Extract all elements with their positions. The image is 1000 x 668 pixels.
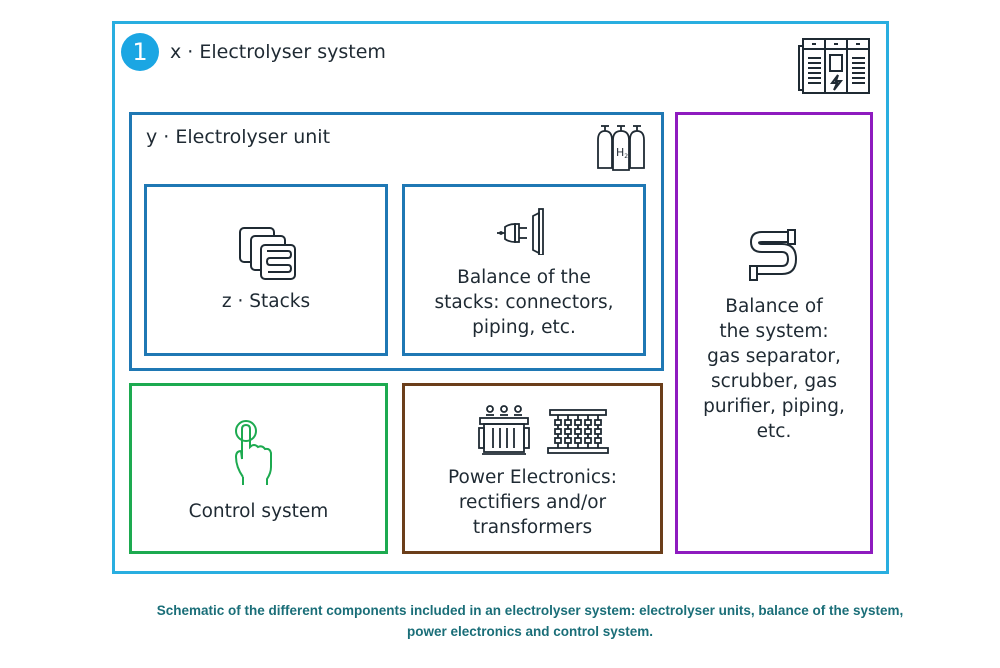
power-electronics-line-2: rectifiers and/or bbox=[458, 492, 607, 513]
s-pipe-icon bbox=[748, 228, 798, 282]
control-system-label: Control system bbox=[188, 501, 329, 522]
stacks-box: z · Stacks bbox=[144, 184, 388, 356]
balance-of-system-line-5: purifier, piping, bbox=[703, 396, 845, 417]
balance-of-system-line-2: the system: bbox=[719, 321, 829, 342]
transformer-icon bbox=[477, 404, 531, 456]
balance-of-stacks-line-2: stacks: connectors, bbox=[434, 292, 614, 313]
balance-of-system-line-3: gas separator, bbox=[707, 346, 841, 367]
plug-connector-icon bbox=[495, 207, 551, 255]
power-electronics-box: Power Electronics: rectifiers and/or tra… bbox=[402, 383, 663, 554]
stacks-icon bbox=[238, 226, 298, 282]
electrolyser-system-title: x · Electrolyser system bbox=[170, 41, 386, 63]
control-system-box: Control system bbox=[129, 383, 388, 554]
balance-of-stacks-box: Balance of the stacks: connectors, pipin… bbox=[402, 184, 646, 356]
rectifier-icon bbox=[546, 408, 610, 456]
caption-line-2: power electronics and control system. bbox=[406, 624, 654, 639]
power-electronics-line-3: transformers bbox=[472, 517, 593, 538]
balance-of-stacks-line-1: Balance of the bbox=[457, 267, 591, 288]
figure-caption: Schematic of the different components in… bbox=[60, 600, 1000, 642]
electrolyser-unit-title: y · Electrolyser unit bbox=[146, 126, 331, 148]
balance-of-system-line-6: etc. bbox=[756, 421, 792, 442]
caption-line-1: Schematic of the different components in… bbox=[156, 603, 904, 618]
stacks-label: z · Stacks bbox=[221, 291, 311, 312]
power-electronics-line-1: Power Electronics: bbox=[448, 467, 617, 488]
balance-of-system-line-4: scrubber, gas bbox=[710, 371, 838, 392]
balance-of-stacks-line-3: piping, etc. bbox=[472, 317, 576, 338]
balance-of-system-box: Balance of the system: gas separator, sc… bbox=[675, 112, 873, 554]
electrical-cabinet-icon bbox=[797, 36, 873, 96]
hydrogen-cylinders-icon: H2 bbox=[596, 124, 648, 172]
touch-finger-icon bbox=[234, 419, 276, 489]
step-number-badge: 1 bbox=[121, 33, 159, 71]
balance-of-system-line-1: Balance of bbox=[725, 296, 823, 317]
